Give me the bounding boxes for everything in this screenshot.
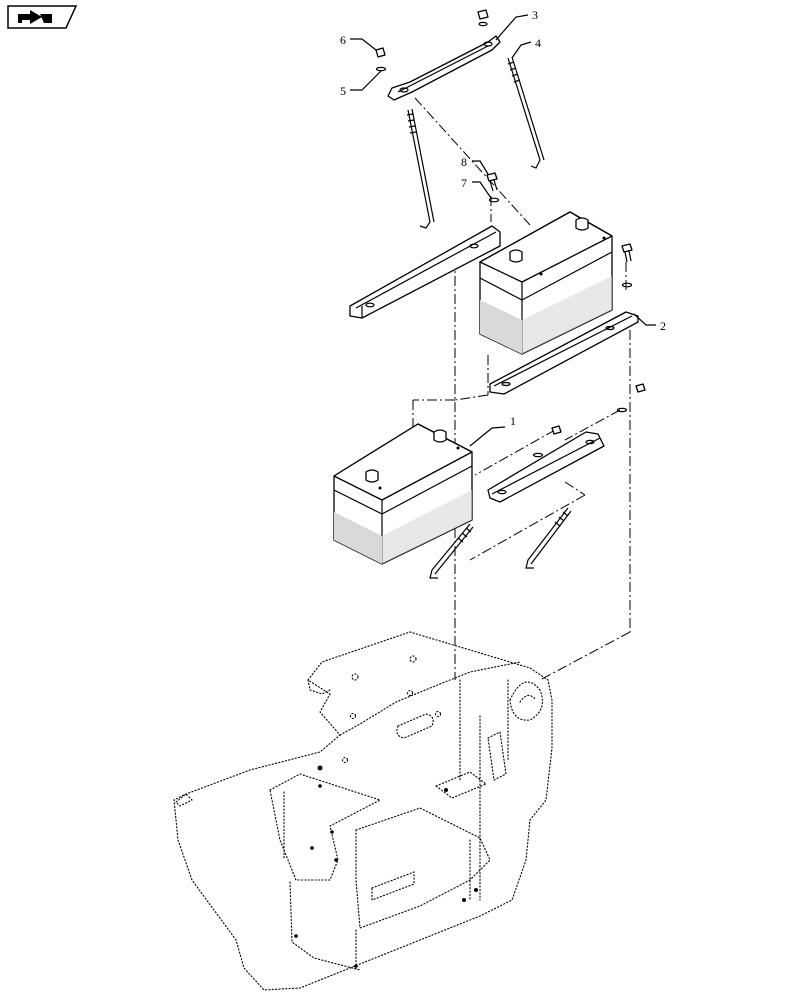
callout-2: 2 (660, 319, 666, 333)
battery-rail-2 (489, 311, 639, 395)
upper-j-bolts (406, 56, 545, 229)
upper-hold-down-bar (387, 35, 501, 101)
top-nut (477, 9, 489, 27)
callout-7: 7 (461, 176, 467, 190)
washer-5 (375, 66, 387, 72)
lower-hold-down-bar (487, 431, 605, 503)
callout-5: 5 (340, 84, 346, 98)
upper-left-bracket (349, 225, 501, 319)
callout-6: 6 (340, 33, 346, 47)
lower-nuts-washers (532, 383, 646, 458)
chassis-frame-outline (173, 631, 553, 991)
lower-battery-1 (333, 423, 473, 565)
lower-j-bolts (429, 507, 572, 579)
nut-6 (375, 47, 386, 58)
washer-7 (488, 197, 500, 203)
upper-battery (479, 211, 613, 355)
assembly-centerlines (412, 97, 631, 681)
next-page-arrow-icon[interactable] (7, 5, 78, 29)
callout-3: 3 (532, 8, 538, 22)
callout-4: 4 (535, 36, 541, 50)
bolt-right (621, 243, 633, 288)
callout-8: 8 (461, 155, 467, 169)
bolt-8 (486, 172, 498, 192)
callout-1: 1 (510, 414, 516, 428)
callout-leaders (350, 14, 656, 447)
